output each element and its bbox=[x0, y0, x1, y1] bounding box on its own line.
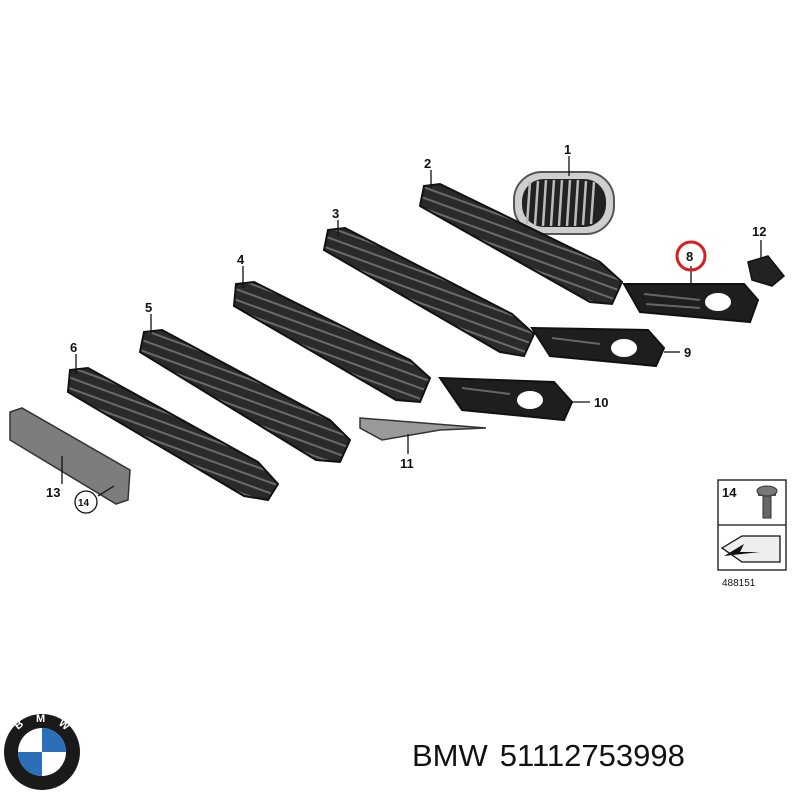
callout-10: 10 bbox=[594, 395, 608, 410]
part-1-kidney-grille bbox=[513, 171, 615, 235]
diagram-id: 488151 bbox=[722, 578, 756, 589]
highlight-circle bbox=[675, 240, 707, 272]
brand-name: BMW bbox=[412, 738, 488, 773]
part-13-license-plate-bracket bbox=[9, 407, 131, 505]
part-5-grille-insert bbox=[138, 328, 352, 464]
callout-4: 4 bbox=[237, 252, 245, 267]
callout-5: 5 bbox=[145, 300, 152, 315]
part-10-fog-lamp-trim bbox=[438, 376, 574, 422]
part-2-upper-grille-insert bbox=[418, 182, 624, 306]
leader-lines bbox=[61, 156, 762, 497]
callout-14: 14 bbox=[78, 498, 90, 509]
callout-3: 3 bbox=[332, 206, 339, 221]
part-8-fog-lamp-trim bbox=[622, 283, 760, 324]
inset-part-number: 14 bbox=[722, 485, 737, 500]
fastener-inset bbox=[717, 479, 787, 571]
callout-13: 13 bbox=[46, 485, 60, 500]
callout-1: 1 bbox=[564, 142, 571, 157]
logo-letter-m: M bbox=[36, 713, 45, 725]
part-11-trim-strip bbox=[359, 417, 487, 441]
part-12-sensor bbox=[747, 255, 786, 287]
callout-11: 11 bbox=[400, 456, 414, 471]
caption: BMW 51112753998 bbox=[412, 738, 685, 774]
callout-12: 12 bbox=[752, 224, 766, 239]
bmw-logo: B M W bbox=[4, 713, 80, 790]
part-number: 51112753998 bbox=[499, 738, 685, 773]
callout-9: 9 bbox=[684, 345, 691, 360]
part-9-fog-lamp-trim bbox=[530, 326, 666, 368]
callout-8: 8 bbox=[686, 249, 693, 264]
callout-2: 2 bbox=[424, 156, 431, 171]
callout-14-circle bbox=[74, 490, 98, 514]
part-6-lower-grille-insert bbox=[66, 366, 280, 502]
callout-6: 6 bbox=[70, 340, 77, 355]
part-3-grille-insert bbox=[322, 226, 536, 358]
part-4-grille-insert bbox=[232, 280, 432, 404]
